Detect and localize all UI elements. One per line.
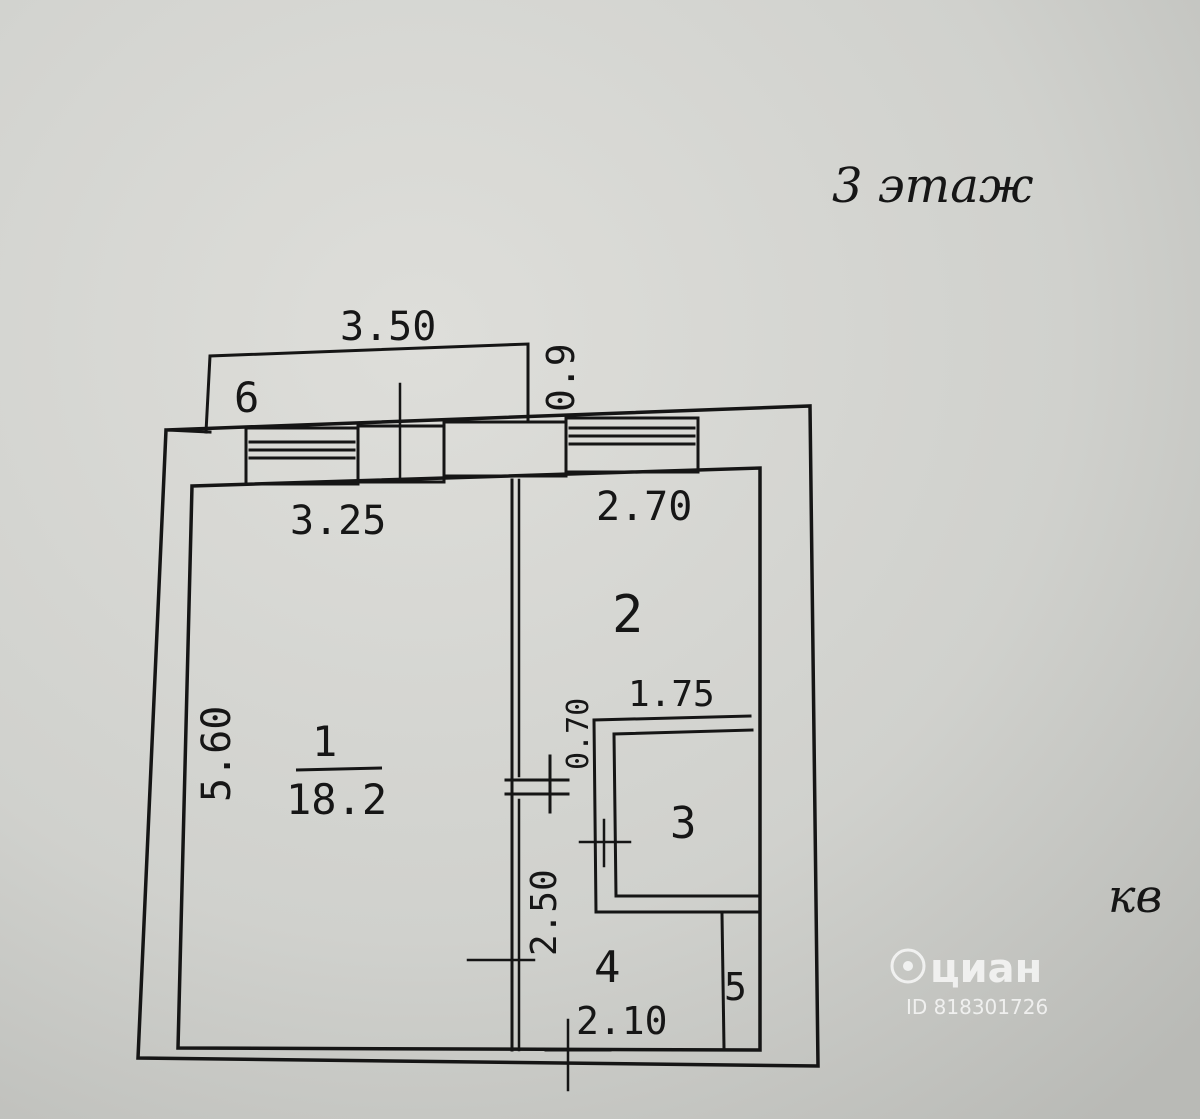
- watermark-id: ID 818301726: [906, 995, 1048, 1019]
- room1-length-dim: 5.60: [194, 706, 240, 802]
- room3-wall-inner: [612, 728, 760, 898]
- floor-label: 3 этаж: [832, 158, 1034, 214]
- room1-area: 18.2: [286, 775, 387, 824]
- room2-width-dim: 2.70: [596, 484, 692, 530]
- cian-logo-icon: [890, 948, 926, 984]
- room1-fraction-line: [295, 766, 383, 772]
- watermark: циан ID 818301726: [890, 946, 1048, 1019]
- room3-number: 3: [670, 798, 697, 849]
- balcony-outline: [204, 342, 530, 434]
- balcony-length-dim: 3.50: [340, 304, 436, 350]
- margin-text: кв: [1108, 869, 1162, 923]
- room3-wall-outer: [592, 714, 762, 914]
- room5-number: 5: [724, 965, 747, 1009]
- room5-wall: [720, 912, 726, 1050]
- room2-number: 2: [612, 585, 643, 645]
- hall-length-dim: 2.50: [524, 869, 565, 956]
- window-right: [564, 416, 700, 474]
- door-width-dim: 0.70: [561, 698, 596, 770]
- room6-number: 6: [234, 373, 259, 422]
- balcony-depth-dim: 0.9: [539, 343, 583, 412]
- room3-width-dim: 1.75: [628, 674, 715, 715]
- room4-number: 4: [594, 942, 621, 993]
- inner-wall: [176, 466, 762, 1052]
- hall-width-dim: 2.10: [576, 999, 668, 1043]
- watermark-brand: циан: [930, 946, 1042, 992]
- room1-number: 1: [312, 717, 337, 766]
- plan-walls: [136, 342, 820, 1092]
- room1-width-dim: 3.25: [290, 498, 386, 544]
- outer-wall: [136, 404, 820, 1068]
